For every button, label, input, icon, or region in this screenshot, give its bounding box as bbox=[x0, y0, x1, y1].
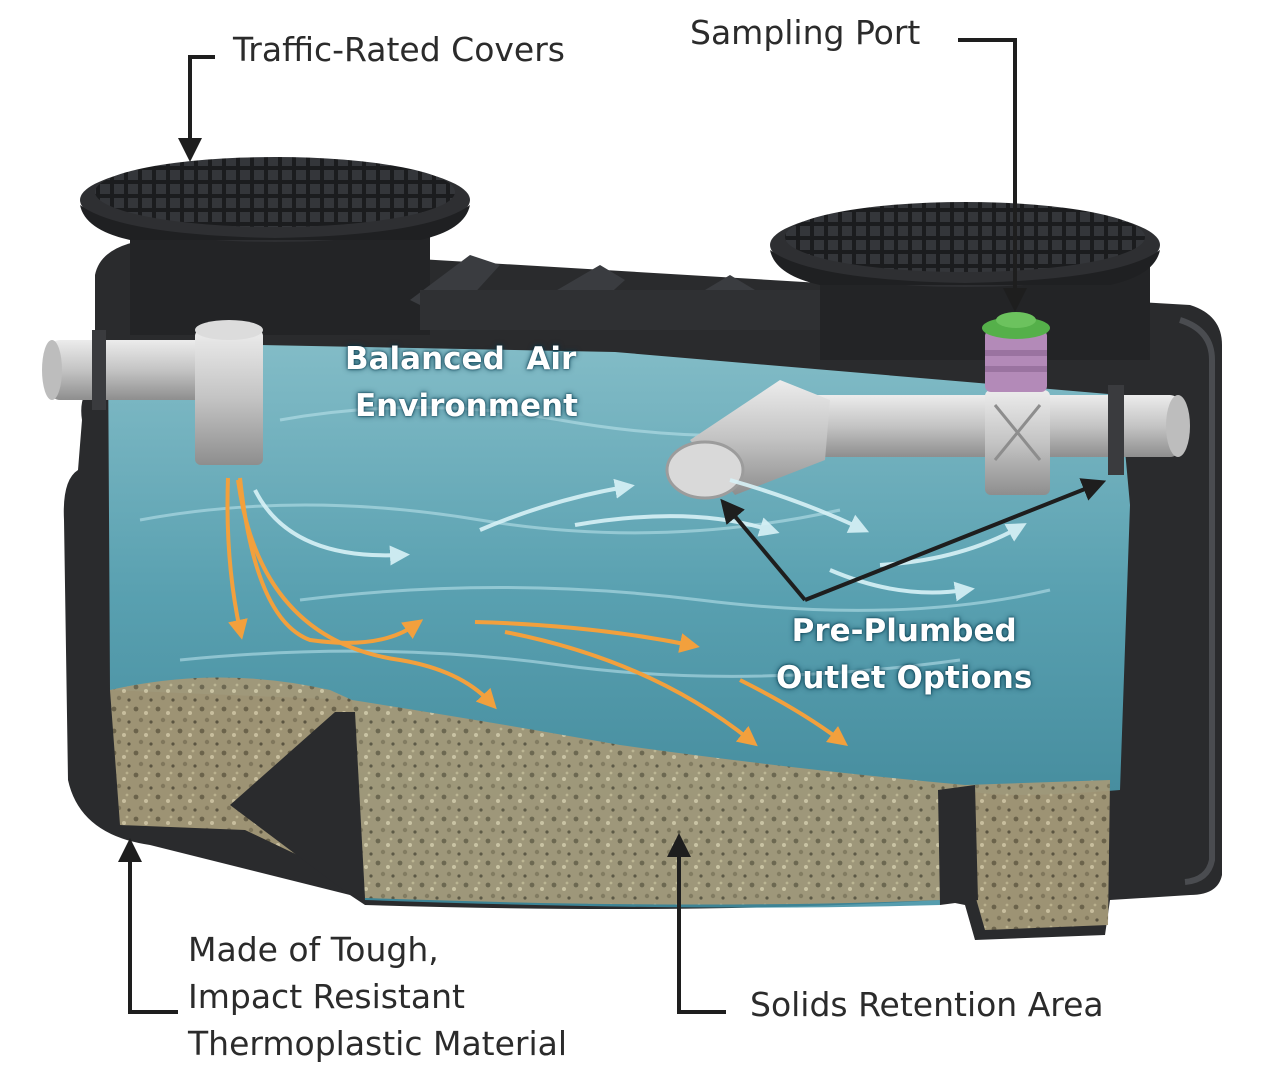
solids-area-callout-line bbox=[667, 833, 726, 1014]
pre-plumbed-line-2: Outlet Options bbox=[776, 659, 1033, 696]
traffic-covers-callout-line bbox=[178, 55, 215, 162]
solids-flow-arrows bbox=[225, 477, 849, 747]
outlet-pipe-assembly bbox=[665, 380, 1190, 500]
material-callout-line bbox=[118, 838, 178, 1014]
top-deck-ribs bbox=[410, 255, 820, 330]
pre-plumbed-line-1: Pre-Plumbed bbox=[791, 613, 1017, 649]
traffic-rated-covers-label: Traffic-Rated Covers bbox=[233, 30, 565, 69]
balanced-air-environment-line-2: Environment bbox=[355, 387, 578, 424]
right-cover-grate bbox=[785, 202, 1145, 272]
outlet-options-callout-line-right bbox=[804, 478, 1107, 602]
balanced-air-environment-line-1: Balanced Air bbox=[345, 341, 577, 377]
right-cover-skirt bbox=[770, 250, 1160, 285]
pre-plumbed-outlet-options-label: Pre-Plumbed Outlet Options bbox=[776, 608, 1032, 701]
sampling-port bbox=[982, 312, 1050, 392]
inlet-pipe-assembly bbox=[42, 320, 263, 465]
tank-wall-highlight bbox=[1179, 317, 1215, 885]
sampling-port-callout-line bbox=[958, 38, 1027, 312]
material-line-3: Thermoplastic Material bbox=[188, 1023, 568, 1063]
left-cover-grate bbox=[95, 157, 455, 227]
solids-retention-area-label: Solids Retention Area bbox=[750, 985, 1104, 1024]
material-line-1: Made of Tough, bbox=[188, 930, 439, 969]
material-line-2: Impact Resistant bbox=[188, 976, 465, 1016]
right-sump-wall bbox=[938, 785, 978, 905]
left-cover-skirt bbox=[80, 205, 470, 240]
left-baffle bbox=[230, 712, 365, 898]
outlet-options-callout-line-left bbox=[720, 498, 807, 602]
callout-lines bbox=[118, 38, 1107, 1014]
sampling-port-label: Sampling Port bbox=[690, 13, 921, 52]
water-flow-arrows bbox=[253, 478, 1027, 602]
balanced-air-environment-label: Balanced Air Environment bbox=[345, 336, 578, 429]
material-label: Made of Tough, Impact Resistant Thermopl… bbox=[188, 927, 567, 1068]
